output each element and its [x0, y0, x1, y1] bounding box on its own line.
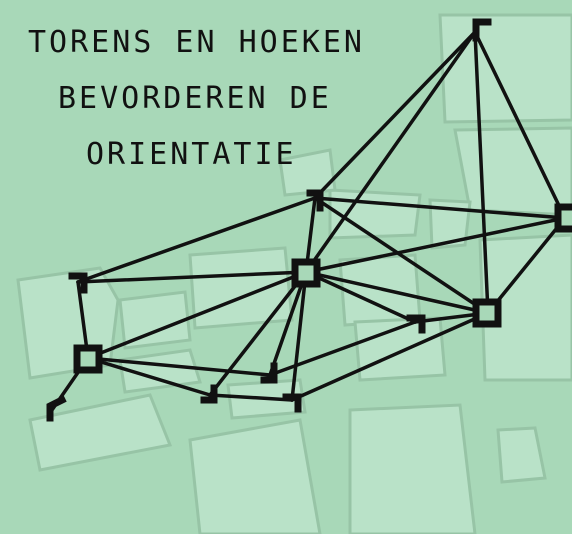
corner-marker-left-upper — [68, 272, 88, 294]
sightline — [290, 311, 490, 402]
sightline — [268, 320, 417, 377]
sightline — [304, 30, 477, 274]
title-line-3: ORIENTATIE — [86, 137, 297, 172]
title-line-2: BEVORDEREN DE — [58, 81, 332, 116]
corner-marker-lower-left — [46, 395, 67, 422]
title-line-1: TORENS EN HOEKEN — [28, 25, 365, 60]
tower-marker-central — [291, 258, 321, 288]
city-block — [348, 403, 477, 534]
city-block — [278, 148, 337, 197]
sightline — [86, 356, 212, 397]
sightline — [473, 30, 490, 315]
sightline — [86, 356, 272, 377]
city-block — [453, 126, 572, 217]
sightline — [313, 30, 477, 200]
tower-marker-right — [554, 203, 572, 233]
sightline — [76, 196, 317, 284]
corner-marker-upper-center — [306, 189, 324, 212]
sightline — [208, 270, 308, 397]
corner-marker-bottom-left — [200, 384, 218, 404]
sightline — [486, 216, 567, 315]
sightline — [76, 270, 308, 284]
sightline — [208, 393, 294, 402]
sightline — [290, 270, 308, 402]
title: TORENS EN HOEKEN BEVORDEREN DE ORIENTATI… — [28, 25, 365, 172]
tower-markers — [73, 203, 572, 374]
sightline — [304, 270, 417, 324]
corner-marker-bottom-center — [260, 362, 278, 384]
sightline — [313, 196, 490, 315]
city-block — [328, 188, 422, 240]
city-block — [478, 233, 572, 382]
city-block — [118, 290, 192, 350]
sightline — [304, 216, 567, 274]
city-block — [188, 246, 294, 330]
tower-marker-middle-right — [472, 298, 502, 328]
city-block — [188, 418, 322, 534]
city-block — [496, 426, 547, 484]
corner-marker-center-right — [406, 314, 426, 334]
city-block — [28, 393, 173, 472]
sightline — [304, 270, 490, 315]
city-block — [118, 348, 202, 394]
corner-marker-bottom-right — [282, 393, 302, 413]
sightline — [473, 30, 567, 220]
city-block — [428, 198, 472, 250]
tower-marker-left — [73, 344, 103, 374]
sightline — [268, 270, 308, 377]
corner-markers — [46, 18, 492, 422]
city-block — [438, 13, 572, 124]
sightline — [313, 196, 567, 220]
sightline — [86, 270, 308, 360]
corner-marker-top-right — [472, 18, 492, 42]
